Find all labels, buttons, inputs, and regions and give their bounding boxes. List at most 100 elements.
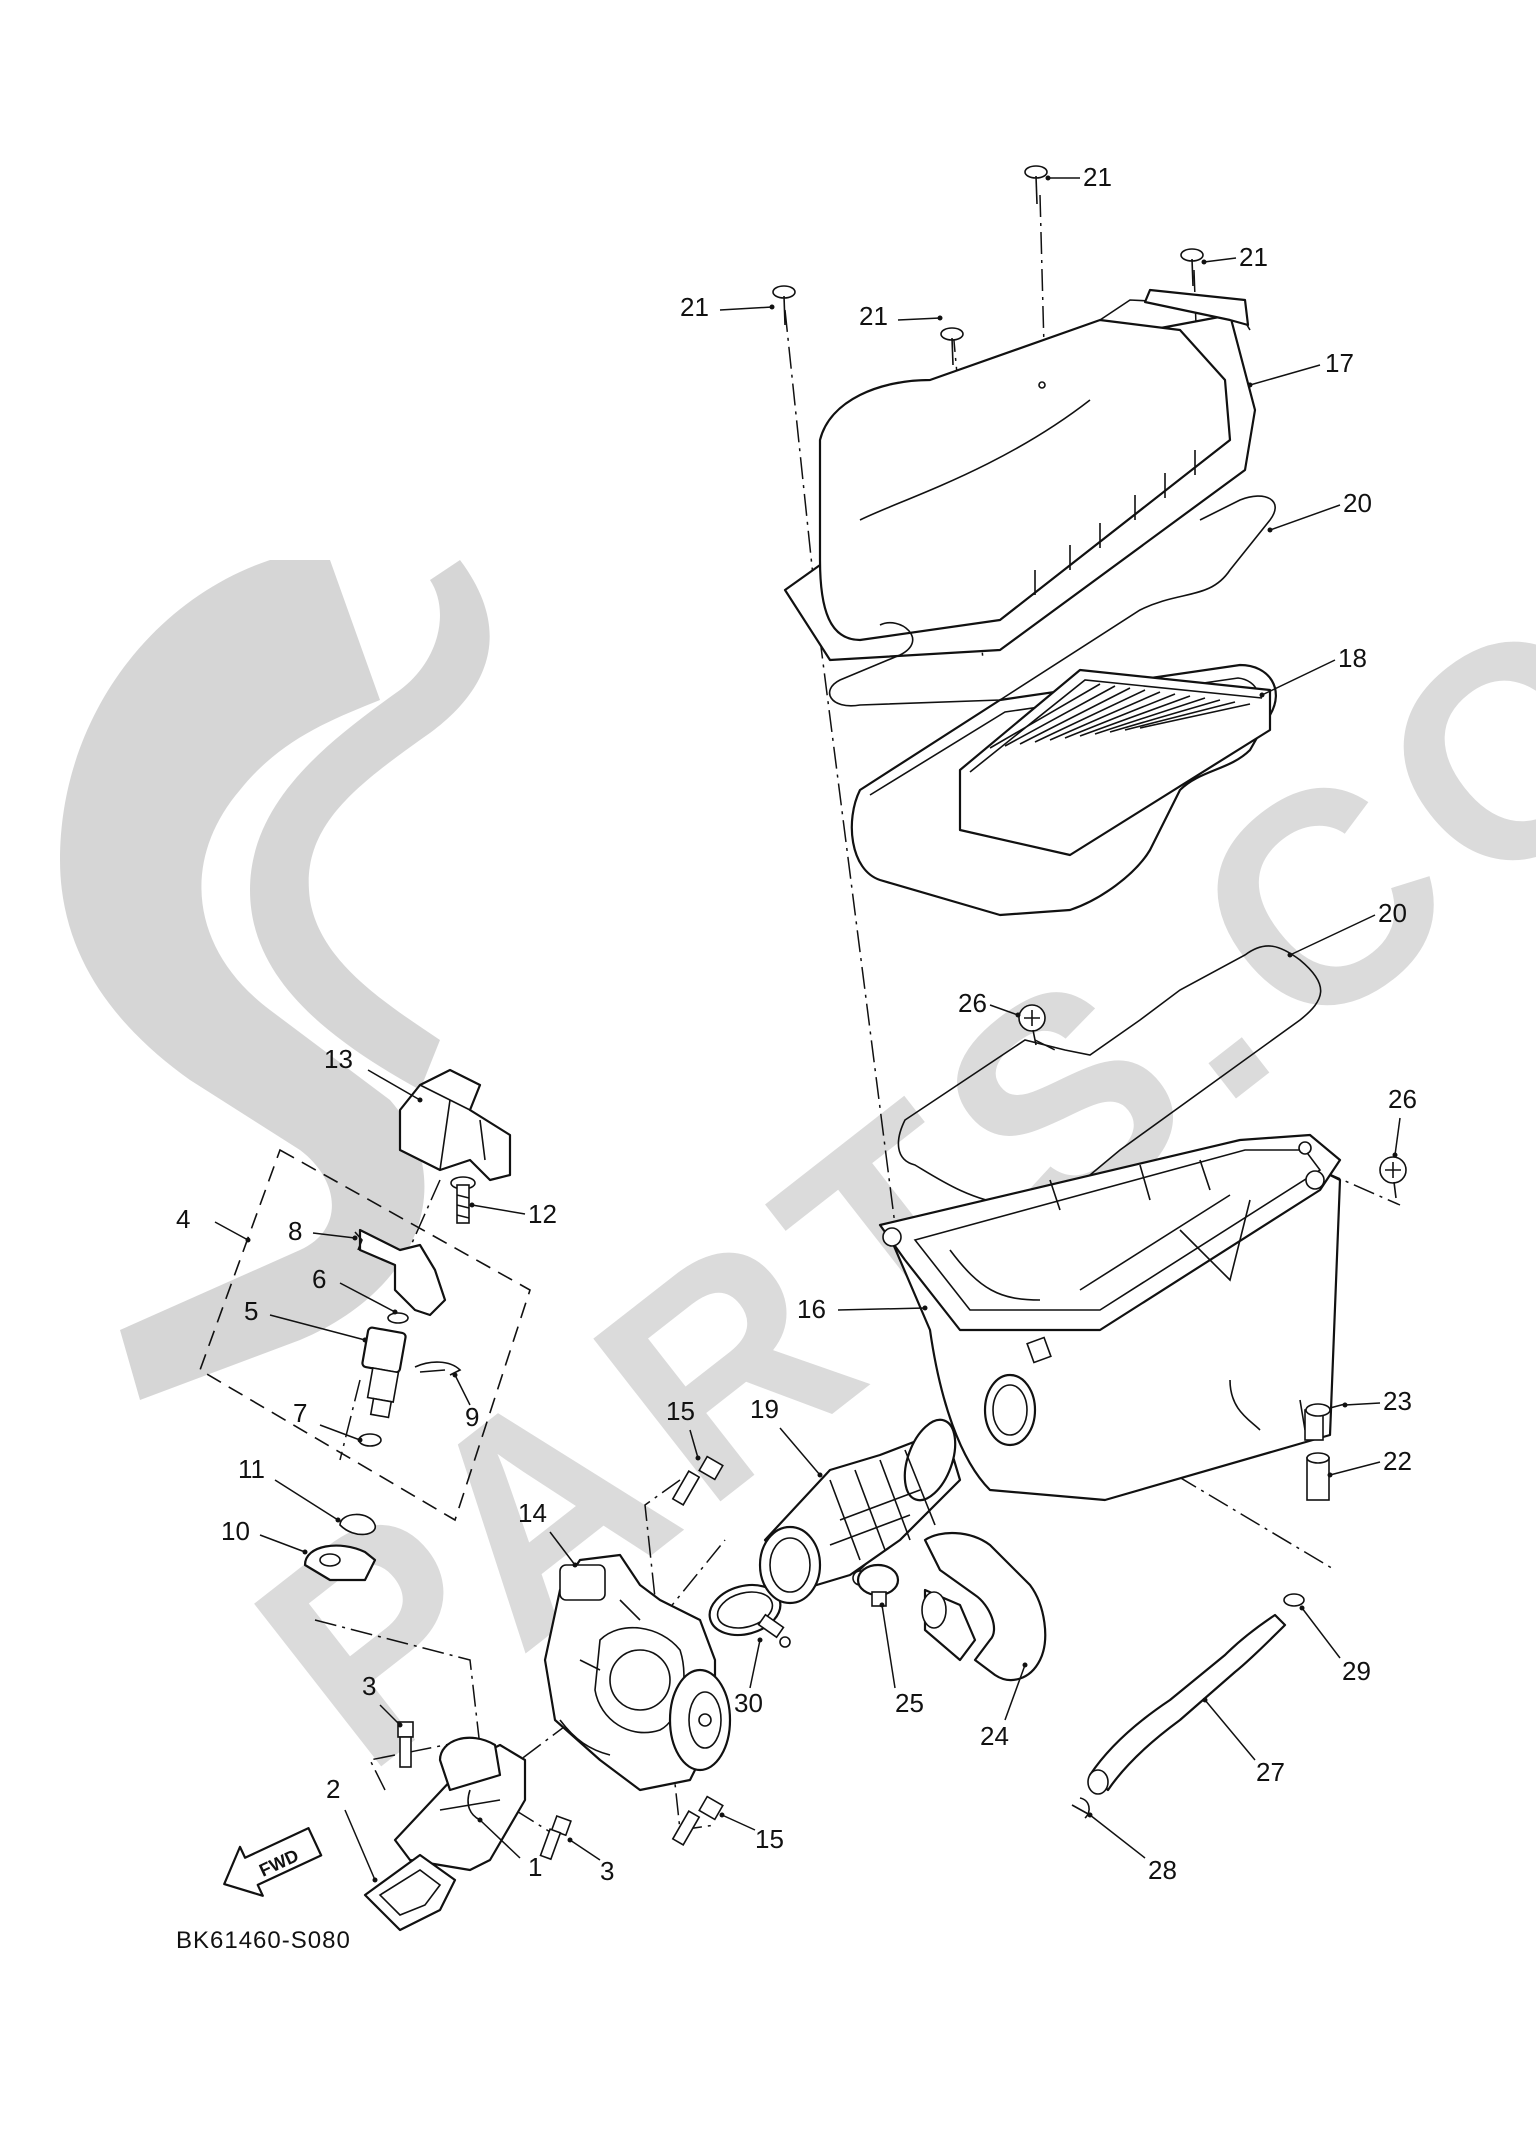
clip-29[interactable] [1283,1593,1305,1607]
callout-c21d[interactable]: 21 [1239,242,1268,272]
callout-c13[interactable]: 13 [324,1044,353,1074]
leader-line-c2 [344,1809,376,1881]
leader-line-c24 [1004,1664,1026,1721]
callout-c30[interactable]: 30 [734,1688,763,1718]
leader-line-c14 [549,1531,576,1566]
callout-c18[interactable]: 18 [1338,643,1367,673]
screw-21b[interactable] [940,327,964,366]
breather-hose-27[interactable] [1087,1613,1287,1795]
leader-line-c15b [721,1814,756,1831]
leader-line-c20a [1269,504,1341,531]
bolt-15a[interactable] [671,1455,724,1506]
gasket-11[interactable] [339,1513,376,1536]
callout-c28[interactable]: 28 [1148,1855,1177,1885]
callout-c20b[interactable]: 20 [1378,898,1407,928]
callout-c22[interactable]: 22 [1383,1446,1412,1476]
callout-c16[interactable]: 16 [797,1294,826,1324]
callout-c25[interactable]: 25 [895,1688,924,1718]
chain-injector-bottom [339,1379,361,1461]
callout-c24[interactable]: 24 [980,1721,1009,1751]
leader-line-c9 [454,1374,471,1406]
airbox-cover[interactable] [783,288,1257,662]
leader-dot-c3b [567,1837,573,1843]
leader-line-c12 [471,1204,526,1215]
callout-c21c[interactable]: 21 [1083,162,1112,192]
leader-dot-c13 [417,1097,423,1103]
callout-c10[interactable]: 10 [221,1516,250,1546]
callout-c26b[interactable]: 26 [1388,1084,1417,1114]
leader-dot-c29 [1299,1605,1305,1611]
leader-line-c4 [214,1221,249,1241]
o-ring-6[interactable] [387,1312,409,1324]
callout-c17[interactable]: 17 [1325,348,1354,378]
chain-screw-21a [784,309,816,596]
air-filter[interactable] [850,663,1277,917]
leader-line-c17 [1249,364,1321,386]
leader-line-c15a [689,1429,699,1459]
callout-c15b[interactable]: 15 [755,1824,784,1854]
diagram-code: BK61460-S080 [176,1927,351,1954]
callout-c26a[interactable]: 26 [958,988,987,1018]
injector-cover[interactable] [398,1068,512,1182]
callout-c12[interactable]: 12 [528,1199,557,1229]
fuel-pipe-8[interactable] [354,1228,447,1317]
hose-24[interactable] [921,1531,1047,1682]
callout-c5[interactable]: 5 [244,1296,258,1326]
callout-c7[interactable]: 7 [293,1398,307,1428]
callout-c4[interactable]: 4 [176,1204,190,1234]
callout-c9[interactable]: 9 [465,1402,479,1432]
leader-line-c19 [779,1427,821,1476]
leader-line-c7 [319,1424,361,1441]
cover-gasket[interactable] [828,495,1276,707]
bolt-3b[interactable] [539,1815,572,1861]
callout-c15a[interactable]: 15 [666,1396,695,1426]
intake-joint-19[interactable] [758,1413,965,1605]
gasket-2[interactable] [363,1853,457,1932]
callout-c14[interactable]: 14 [518,1498,547,1528]
callout-c19[interactable]: 19 [750,1394,779,1424]
callout-c8[interactable]: 8 [288,1216,302,1246]
callout-c3a[interactable]: 3 [362,1671,376,1701]
leader-dot-c26b [1392,1152,1398,1158]
bolt-15b[interactable] [671,1795,724,1846]
clip-9[interactable] [414,1361,462,1376]
box-gasket[interactable] [897,945,1322,1206]
callout-c23[interactable]: 23 [1383,1386,1412,1416]
screw-21c[interactable] [1024,165,1048,205]
leader-line-c29 [1301,1607,1341,1659]
screw-21a[interactable] [772,285,796,326]
clip-23[interactable] [1305,1403,1346,1417]
callout-c21a[interactable]: 21 [680,292,709,322]
leader-line-c21a [719,306,773,311]
leader-dot-c8 [352,1235,358,1241]
callout-c3b[interactable]: 3 [600,1856,614,1886]
bolt-26b[interactable] [1379,1156,1407,1199]
clamp-25[interactable] [856,1563,900,1607]
callout-c29[interactable]: 29 [1342,1656,1371,1686]
pipe-22[interactable] [1306,1452,1330,1501]
callout-c21b[interactable]: 21 [859,301,888,331]
bolt-26a[interactable] [1018,1004,1046,1046]
injector-5[interactable] [361,1326,407,1419]
screw-21d[interactable] [1180,248,1204,287]
clip-28[interactable] [1071,1797,1091,1819]
leader-dot-c6 [392,1309,398,1315]
clamp-30[interactable] [704,1578,791,1648]
leader-dot-c14 [572,1562,578,1568]
leader-line-c13 [367,1069,421,1101]
leader-line-c1 [479,1819,521,1859]
bolt-12[interactable] [450,1176,476,1224]
leader-dot-c21c [1045,175,1051,181]
callout-c6[interactable]: 6 [312,1264,326,1294]
bolt-3a[interactable] [397,1721,414,1768]
airbox-case[interactable] [878,1133,1342,1502]
callout-c11[interactable]: 11 [238,1454,265,1484]
callout-c2[interactable]: 2 [326,1774,340,1804]
filter-pleats [989,683,1251,749]
callout-c20a[interactable]: 20 [1343,488,1372,518]
callout-c1[interactable]: 1 [528,1852,542,1882]
intake-joint-1[interactable] [393,1736,527,1872]
callout-c27[interactable]: 27 [1256,1757,1285,1787]
spacer-10[interactable] [303,1544,377,1582]
throttle-body-14[interactable] [543,1553,732,1792]
